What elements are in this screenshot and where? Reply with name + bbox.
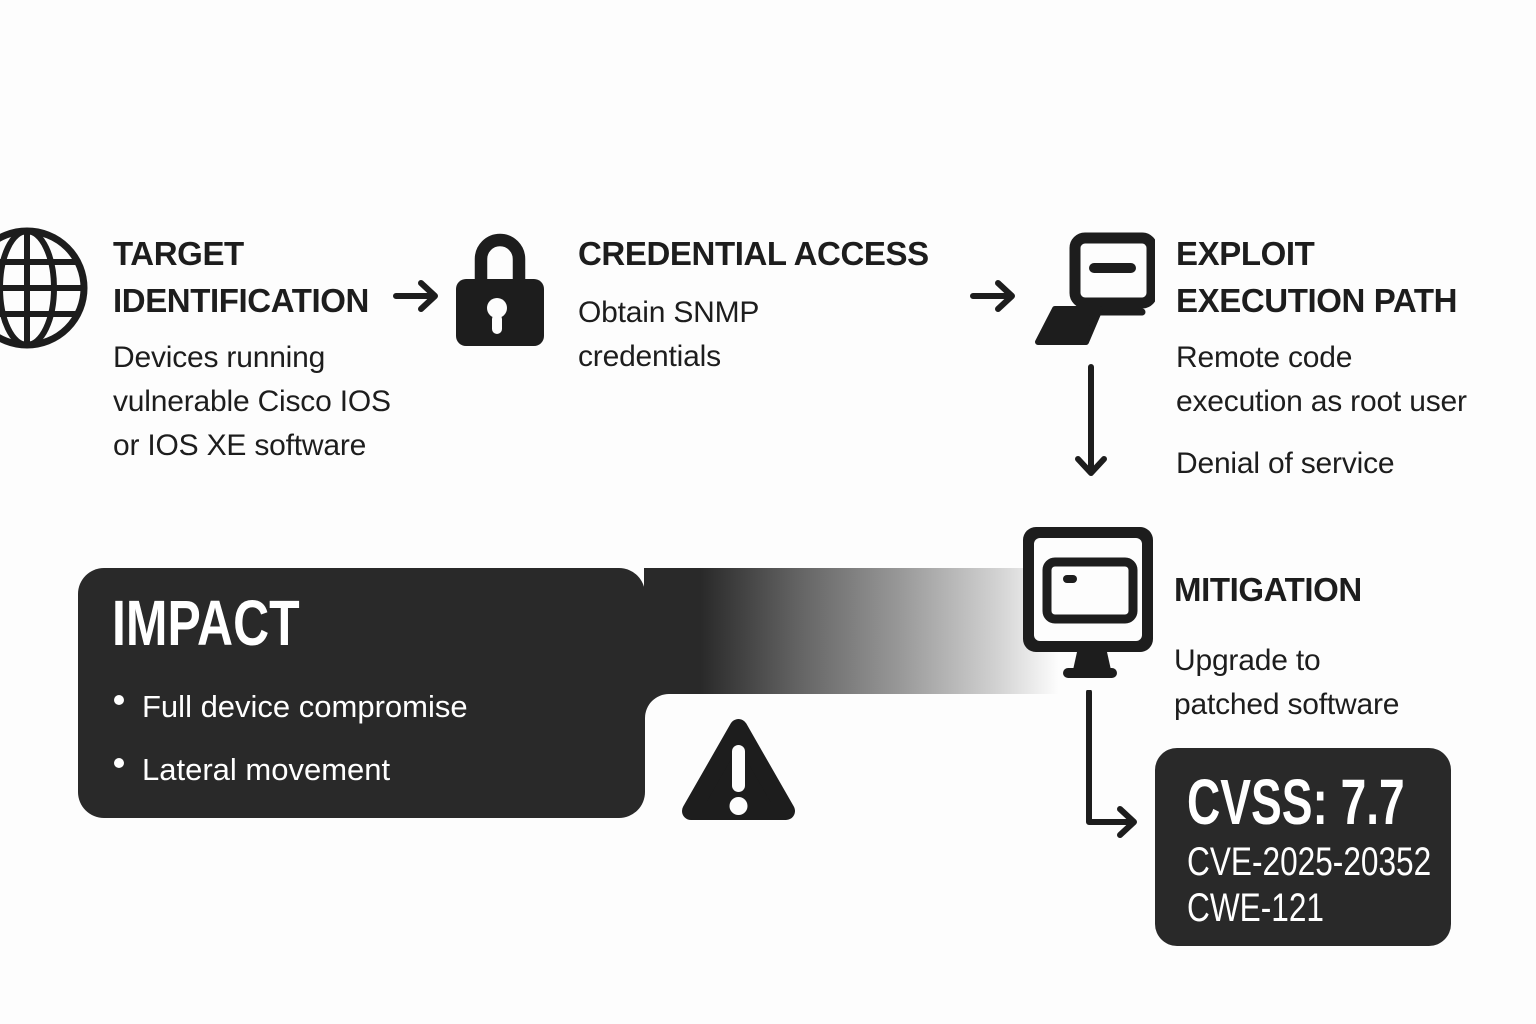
cvss-score-text: CVSS: 7.7 [1187, 766, 1405, 838]
padlock-icon [456, 233, 544, 346]
bullet-dot [114, 758, 124, 768]
step3-desc-line1: Remote code [1176, 341, 1353, 374]
monitor-icon [1023, 527, 1153, 678]
step2-desc-line1: Obtain SNMP [578, 296, 760, 329]
step3-title-line2: EXECUTION PATH [1176, 282, 1458, 319]
step3-description2: Denial of service [1176, 442, 1395, 486]
impact-bullet-1: Full device compromise [142, 689, 468, 724]
step3-title: EXPLOIT EXECUTION PATH [1176, 230, 1457, 324]
severity-identifiers: CVE-2025-20352 CWE-121 [1187, 839, 1496, 931]
mitigation-monitor-line1: Upgrade to [1174, 644, 1321, 677]
step3-title-line1: EXPLOIT [1176, 235, 1315, 272]
arrow-right-icon [970, 280, 1015, 312]
step1-title: TARGET IDENTIFICATION [113, 230, 369, 324]
globe-icon [0, 227, 88, 349]
step1-title-line1: TARGET [113, 235, 244, 272]
arrow-right-icon [393, 280, 438, 312]
arrow-down-icon [1075, 364, 1107, 476]
mitigation-monitor-line2: patched software [1174, 688, 1400, 721]
mitigation-monitor-description: Upgrade to patched software [1174, 639, 1399, 727]
impact-bullet-2: Lateral movement [142, 752, 391, 787]
step3-description: Remote code execution as root user [1176, 336, 1467, 424]
severity-panel [1155, 748, 1451, 946]
mitigation-monitor-title: MITIGATION [1174, 566, 1362, 613]
step2-title: CREDENTIAL ACCESS [578, 230, 929, 277]
cvss-score: CVSS: 7.7 [1187, 766, 1489, 838]
bullet-dot [114, 695, 124, 705]
step2-desc-line2: credentials [578, 340, 721, 373]
warning-triangle-icon [682, 719, 795, 820]
step2-title-line1: CREDENTIAL ACCESS [578, 235, 929, 272]
impact-title-text: IMPACT [112, 587, 300, 659]
step1-desc-line3: or IOS XE software [113, 429, 367, 462]
cwe-id: CWE-121 [1187, 886, 1324, 930]
step2-description: Obtain SNMP credentials [578, 291, 759, 379]
impact-bullet-list: Full device compromise Lateral movement [142, 675, 468, 801]
step1-desc-line2: vulnerable Cisco IOS [113, 385, 391, 418]
step3-desc2-line1: Denial of service [1176, 447, 1395, 480]
step3-desc-line2: execution as root user [1176, 385, 1467, 418]
step1-description: Devices running vulnerable Cisco IOS or … [113, 336, 391, 468]
mitigation-monitor-title-text: MITIGATION [1174, 571, 1362, 608]
laptop-icon [1035, 232, 1155, 345]
cve-id: CVE-2025-20352 [1187, 840, 1432, 884]
impact-title: IMPACT [112, 587, 353, 659]
step1-desc-line1: Devices running [113, 341, 326, 374]
impact-panel [78, 568, 645, 818]
elbow-arrow-icon [1086, 690, 1137, 838]
step1-title-line2: IDENTIFICATION [113, 282, 369, 319]
